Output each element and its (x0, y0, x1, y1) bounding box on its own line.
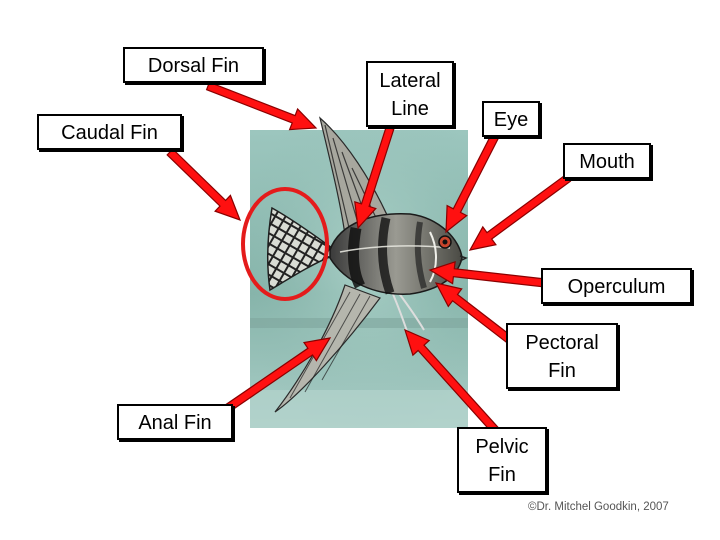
arrow-caudal-fin (166, 148, 242, 222)
arrow-lateral-line (354, 126, 395, 230)
caudal-fin-shape (267, 206, 333, 292)
label-pectoral-fin: Pectoral Fin (506, 323, 618, 389)
caudal-fin-highlight-circle (241, 187, 329, 301)
label-eye: Eye (482, 101, 540, 137)
label-lateral-line: Lateral Line (366, 61, 454, 127)
label-operculum: Operculum (541, 268, 692, 304)
arrow-pelvic-fin (404, 328, 499, 434)
fish-body (329, 213, 463, 295)
copyright-credit: ©Dr. Mitchel Goodkin, 2007 (528, 501, 669, 513)
anal-fin-shape (274, 284, 381, 413)
arrow-operculum (428, 260, 547, 288)
label-anal-fin: Anal Fin (117, 404, 233, 440)
arrow-mouth (468, 173, 572, 251)
arrow-dorsal-fin (205, 81, 318, 131)
label-pelvic-fin: Pelvic Fin (457, 427, 547, 493)
angelfish-photo (241, 116, 468, 428)
label-caudal-fin: Caudal Fin (37, 114, 182, 150)
arrow-anal-fin (224, 337, 332, 413)
arrow-pectoral-fin (434, 282, 514, 345)
label-mouth: Mouth (563, 143, 651, 179)
arrow-eye (445, 133, 500, 234)
label-dorsal-fin: Dorsal Fin (123, 47, 264, 83)
pointer-arrows (166, 81, 572, 434)
